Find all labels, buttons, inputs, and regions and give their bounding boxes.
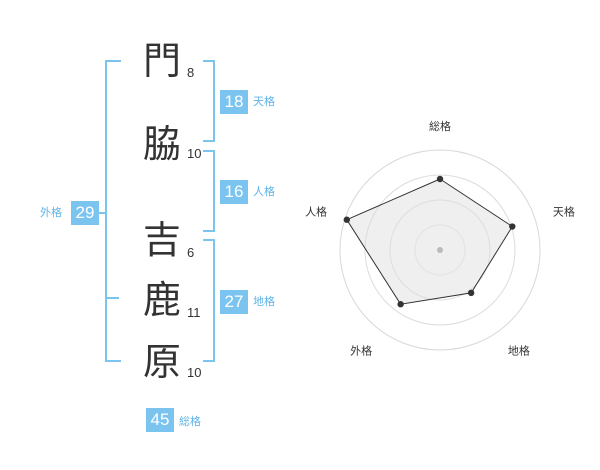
radar-axis-label-4: 外格 — [350, 343, 372, 357]
stroke-count-5: 10 — [187, 365, 202, 380]
chikaku-badge: 27 — [220, 290, 248, 314]
tenkaku-bracket — [203, 60, 215, 142]
gaikaku-connector — [99, 212, 105, 214]
name-char-3: 吉 — [142, 218, 181, 262]
gaikaku-badge: 29 — [71, 201, 99, 225]
tenkaku-badge: 18 — [220, 90, 248, 114]
radar-point-5 — [343, 216, 350, 223]
gaikaku-bracket-tick — [105, 297, 119, 299]
jinkaku-bracket — [203, 150, 215, 232]
name-char-4: 鹿 — [142, 278, 181, 322]
name-char-5: 原 — [142, 340, 181, 384]
name-char-2: 脇 — [142, 122, 181, 166]
radar-ring-3 — [364, 174, 516, 326]
radar-center-dot — [437, 247, 443, 253]
radar-point-3 — [467, 289, 475, 297]
radar-axis-label-5: 人格 — [305, 205, 327, 219]
radar-point-4 — [397, 301, 404, 308]
radar-ring-4 — [339, 149, 541, 351]
radar-data-area — [346, 178, 513, 305]
radar-axis-label-2: 天格 — [553, 205, 575, 219]
radar-ring-2 — [389, 199, 491, 301]
radar-point-2 — [509, 223, 516, 230]
soukaku-badge: 45 — [146, 408, 174, 432]
chikaku-label: 地格 — [253, 295, 275, 308]
tenkaku-label: 天格 — [253, 95, 275, 108]
stroke-count-3: 6 — [187, 245, 195, 260]
name-char-1: 門 — [142, 39, 181, 83]
radar-axis-label-3: 地格 — [508, 343, 530, 357]
gaikaku-bracket — [105, 60, 121, 362]
stroke-count-1: 8 — [187, 65, 195, 80]
jinkaku-label: 人格 — [253, 185, 275, 198]
radar-point-1 — [436, 175, 444, 183]
soukaku-label: 総格 — [179, 415, 201, 428]
jinkaku-badge: 16 — [220, 180, 248, 204]
chikaku-bracket — [203, 239, 215, 362]
stroke-count-4: 11 — [187, 305, 201, 320]
stroke-count-2: 10 — [187, 146, 202, 161]
gaikaku-label: 外格 — [40, 206, 62, 219]
radar-axis-label-1: 総格 — [429, 119, 451, 133]
radar-ring-1 — [414, 224, 466, 276]
